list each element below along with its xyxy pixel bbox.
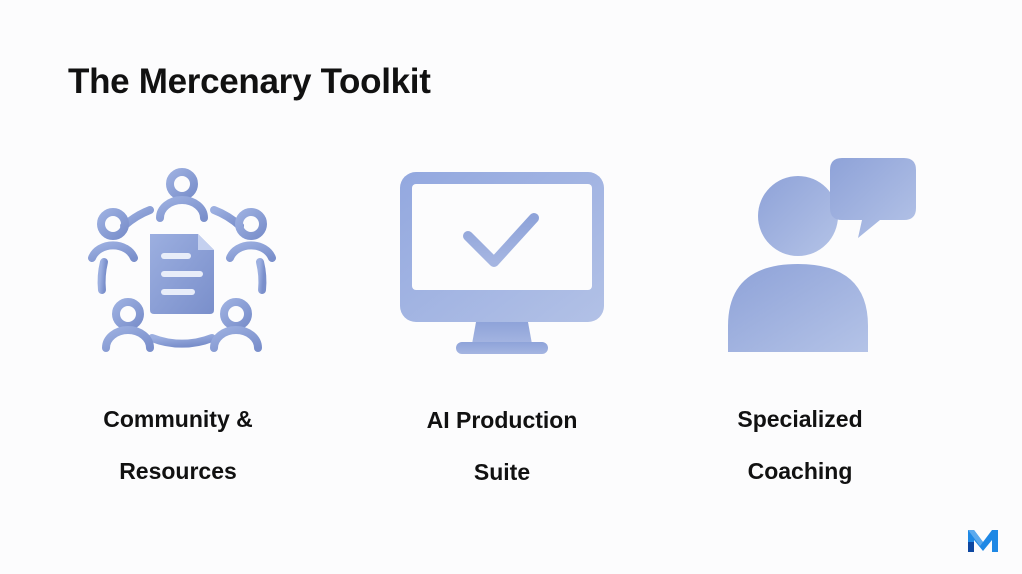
feature-label-line: Resources [119,458,237,484]
person-speech-bubble-icon [728,158,916,352]
feature-label-ai-suite: AI Production Suite [372,394,632,498]
slide-title: The Mercenary Toolkit [68,62,431,101]
feature-label-line: Community & [103,406,253,432]
m-logo-icon [968,530,998,552]
feature-label-coaching: Specialized Coaching [670,393,930,497]
community-network-icon [88,168,276,352]
monitor-checkmark-icon [400,172,604,354]
feature-label-community: Community & Resources [48,393,308,497]
feature-label-line: AI Production [426,407,578,433]
feature-label-line: Specialized [737,406,863,432]
feature-label-line: Coaching [747,458,853,484]
feature-label-line: Suite [473,459,531,485]
